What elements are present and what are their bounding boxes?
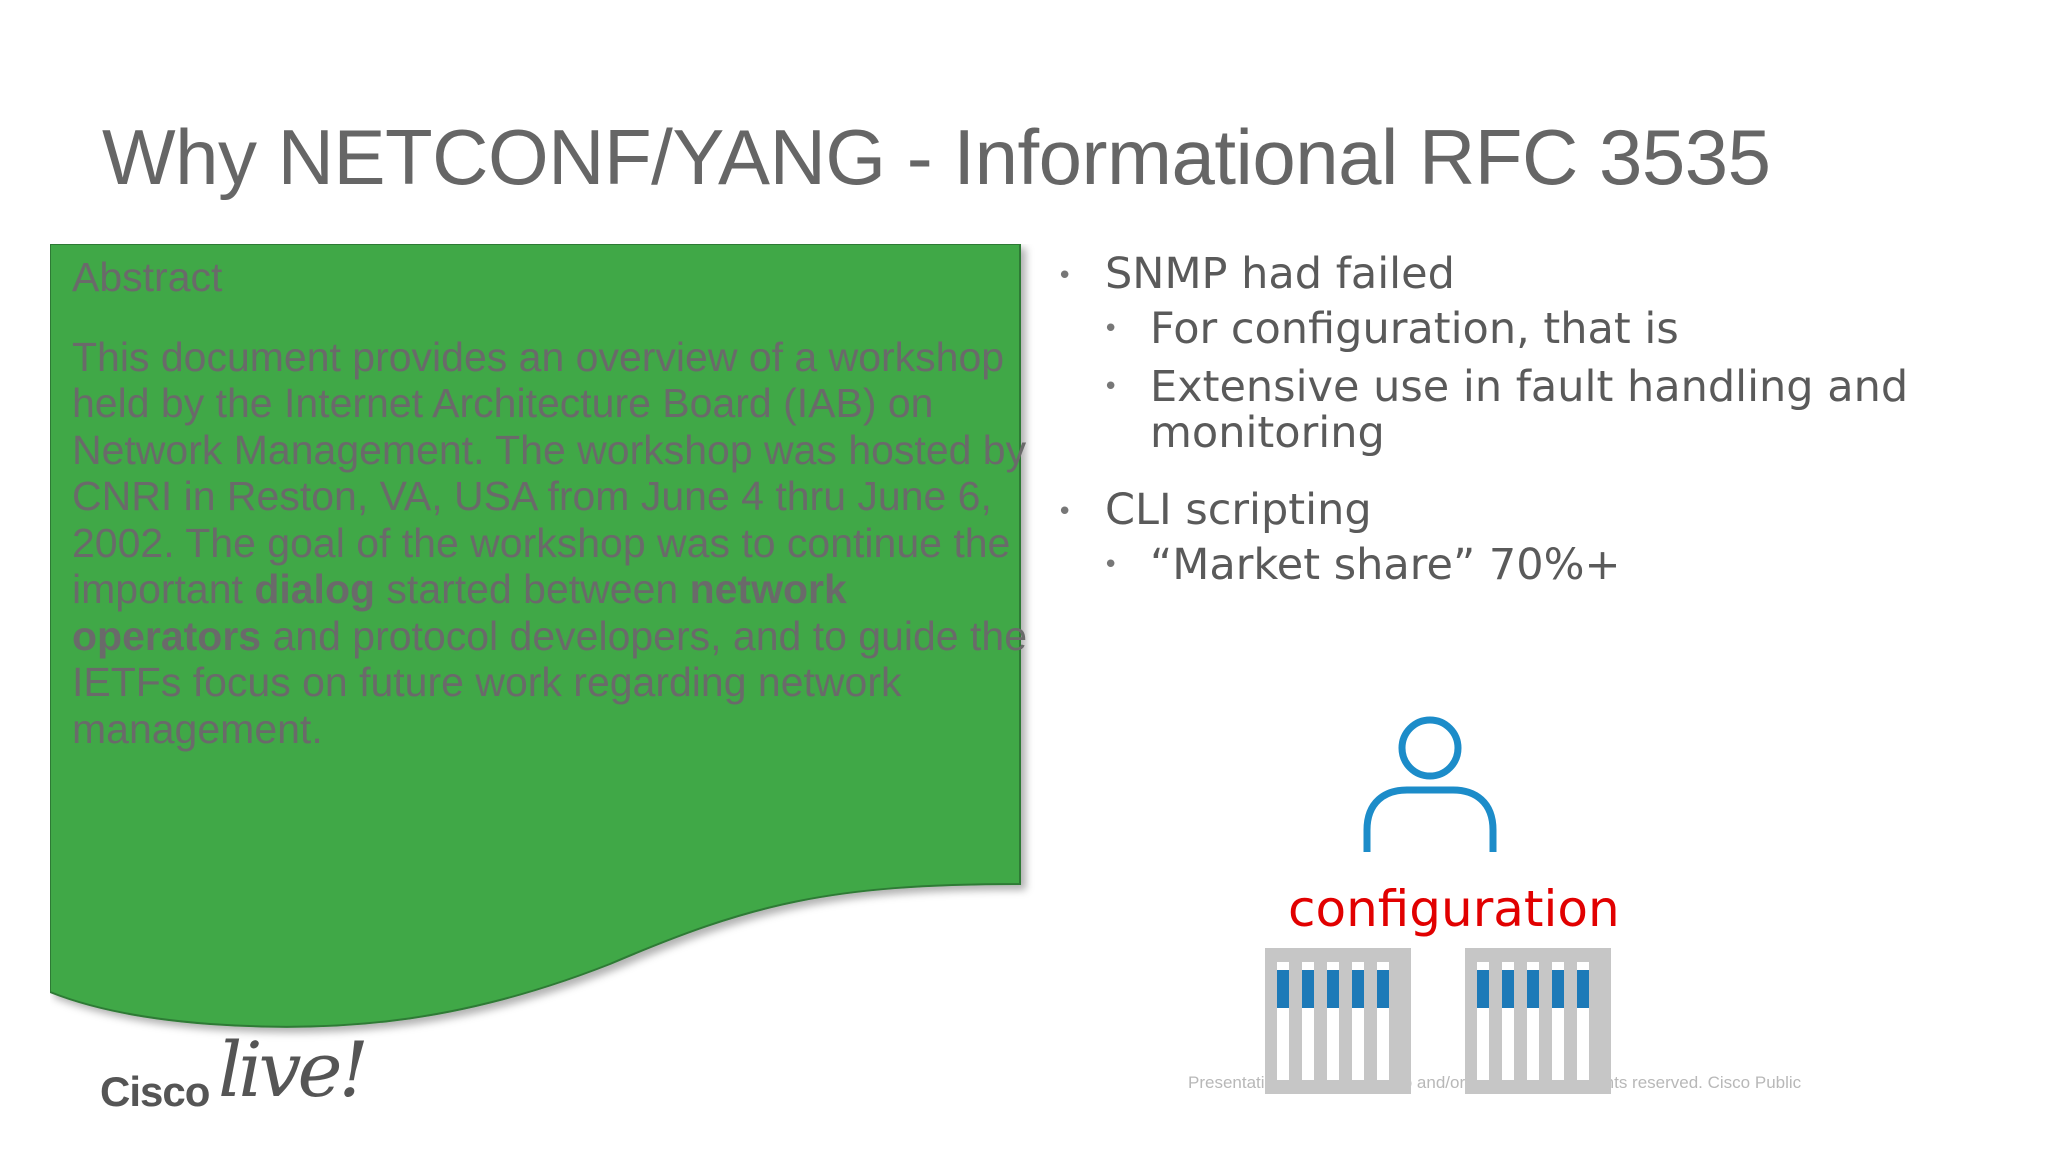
network-device-icon <box>1265 948 1411 1094</box>
abstract-body: This document provides an overview of a … <box>72 333 1027 752</box>
network-device-icon <box>1465 948 1611 1094</box>
person-icon <box>1363 716 1497 852</box>
abstract-heading: Abstract <box>72 254 223 300</box>
bullet-item: •SNMP had failed <box>1057 249 1455 299</box>
sub-bullet-item: •Extensive use in fault handling and mon… <box>1103 362 1909 458</box>
configuration-label: configuration <box>1288 880 1620 938</box>
sub-bullet-item: •“Market share” 70%+ <box>1103 540 1621 590</box>
logo-brand: Cisco <box>100 1068 210 1115</box>
logo-wordmark: live! <box>218 1025 369 1114</box>
emphasis-dialog: dialog <box>254 566 376 612</box>
bullet-list: •SNMP had failed •For configuration, tha… <box>1055 248 2005 588</box>
abstract-document: Abstract This document provides an overv… <box>50 244 1040 1044</box>
slide-title: Why NETCONF/YANG - Informational RFC 353… <box>102 113 1771 201</box>
emphasis-network-operators: network operators <box>72 566 847 659</box>
document-shape <box>50 244 1021 1028</box>
bullet-item: •CLI scripting <box>1057 485 1372 535</box>
sub-bullet-item: •For configuration, that is <box>1103 304 1679 354</box>
